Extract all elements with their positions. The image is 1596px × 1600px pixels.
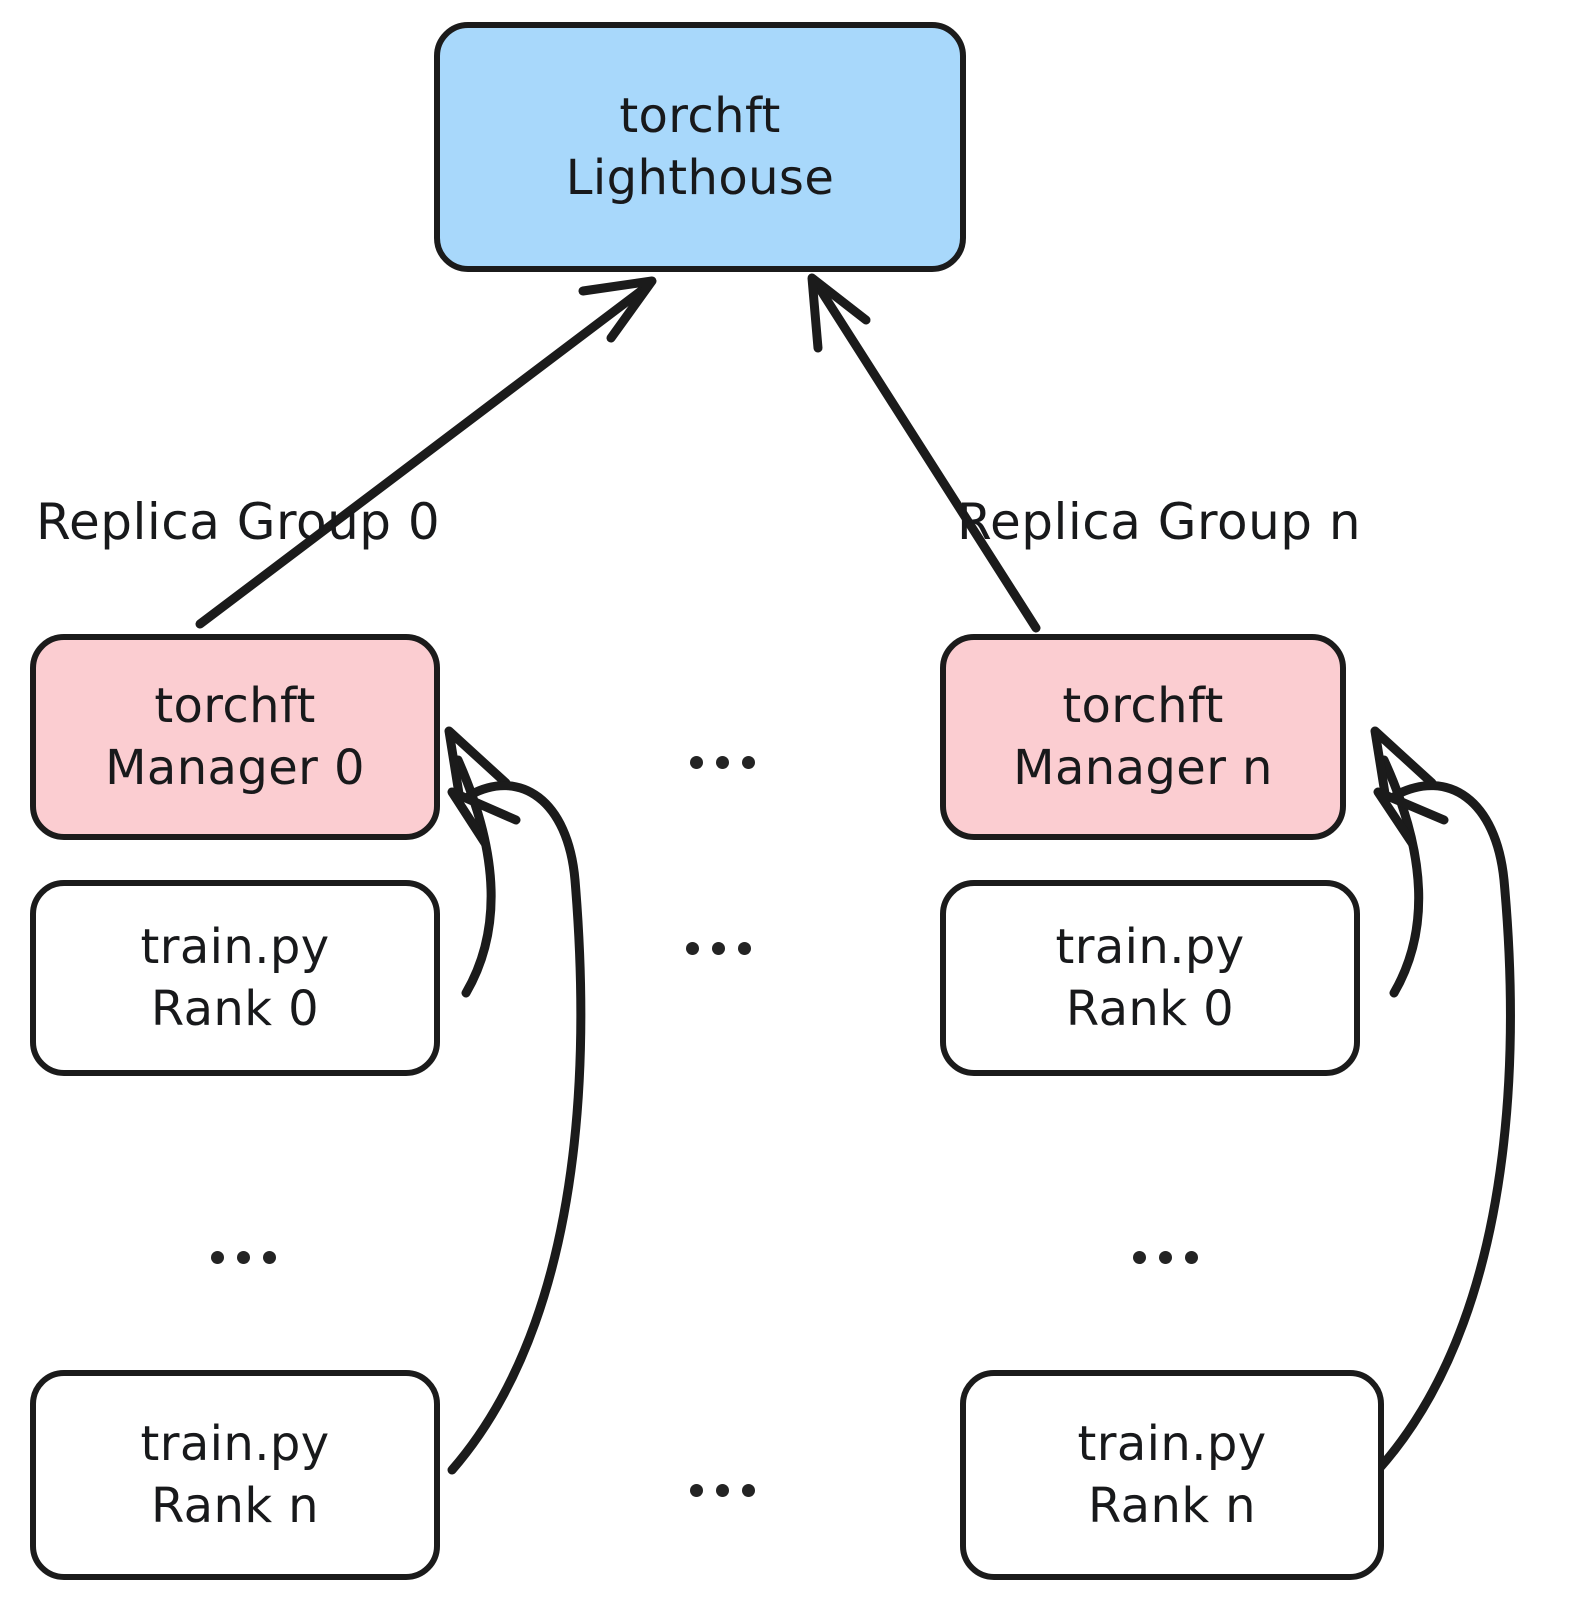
ellipsis-dot [1133,1251,1146,1264]
ellipsis-dot [1185,1251,1198,1264]
node-torchft-manager-n[interactable]: torchft Manager n [940,634,1346,840]
node-train-py-left-rank-0[interactable]: train.py Rank 0 [30,880,440,1076]
group-label-replica-group-0: Replica Group 0 [36,493,441,551]
node-train-py-left-rank-n[interactable]: train.py Rank n [30,1370,440,1580]
right-rank-n-line-1: train.py [1077,1415,1267,1472]
manager-n-line-2: Manager n [1013,740,1273,796]
ellipsis-dot [237,1251,250,1264]
edge-left-rank-0-to-manager-n [444,726,511,998]
left-rank-n-line-2: Rank n [150,1478,319,1534]
left-rank-0-line-2: Rank 0 [150,981,320,1037]
ellipsis-dot [1159,1251,1172,1264]
edge-left-rank-n-to-manager-0 [447,781,586,1475]
ellipsis-dot [742,756,755,769]
edge-manager-n-to-lighthouse [807,273,1041,633]
ellipsis-dot [686,942,699,955]
ellipsis-between-rank0-workers [686,942,751,955]
lighthouse-line-2: Lighthouse [565,150,835,206]
node-train-py-right-rank-n[interactable]: train.py Rank n [960,1370,1384,1580]
node-train-py-right-rank-0[interactable]: train.py Rank 0 [940,880,1360,1076]
ellipsis-dot [716,756,729,769]
manager-0-line-2: Manager 0 [105,740,365,796]
right-rank-0-line-1: train.py [1055,918,1245,975]
ellipsis-dot [211,1251,224,1264]
manager-0-line-1: torchft [154,677,316,734]
edge-right-rank-n-to-manager-n [1373,781,1515,1475]
ellipsis-between-rankn-workers [690,1484,755,1497]
ellipsis-dot [738,942,751,955]
ellipsis-dot [690,1484,703,1497]
manager-n-line-1: torchft [1062,677,1224,734]
ellipsis-dot [690,756,703,769]
ellipsis-right-column-ranks [1133,1251,1198,1264]
ellipsis-left-column-ranks [211,1251,276,1264]
lighthouse-line-1: torchft [619,87,781,144]
right-rank-0-line-2: Rank 0 [1065,981,1235,1037]
group-label-replica-group-n: Replica Group n [957,493,1362,551]
right-rank-n-line-2: Rank n [1087,1478,1256,1534]
ellipsis-dot [742,1484,755,1497]
node-torchft-lighthouse[interactable]: torchft Lighthouse [434,22,966,272]
ellipsis-between-managers [690,756,755,769]
ellipsis-dot [716,1484,729,1497]
left-rank-0-line-1: train.py [140,918,330,975]
ellipsis-dot [263,1251,276,1264]
node-torchft-manager-0[interactable]: torchft Manager 0 [30,634,440,840]
left-rank-n-line-1: train.py [140,1415,330,1472]
ellipsis-dot [712,942,725,955]
edge-right-rank-0-to-manager-n [1370,726,1437,998]
edge-manager-0-to-lighthouse [195,276,657,629]
